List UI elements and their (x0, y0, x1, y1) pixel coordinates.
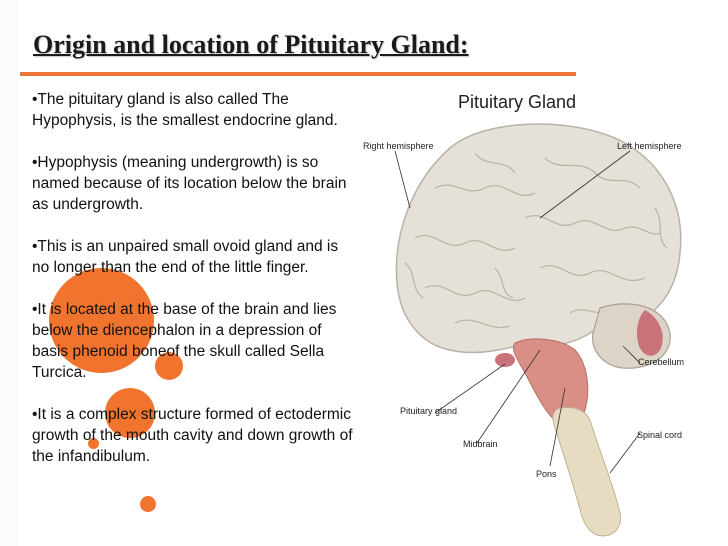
cerebellum-red-shape (637, 310, 663, 356)
label-left-hemisphere: Left hemisphere (617, 141, 682, 151)
decor-circle-medium (105, 388, 155, 438)
label-cerebellum: Cerebellum (638, 357, 685, 367)
bullet-item: •This is an unpaired small ovoid gland a… (32, 238, 339, 276)
decor-circle-large (49, 268, 154, 373)
brain-drawing (394, 123, 682, 537)
pointer-lines (394, 150, 641, 474)
label-pituitary-gland: Pituitary gland (400, 406, 458, 416)
spinal-cord-shape (552, 407, 622, 537)
bullet-list: •The pituitary gland is also called The … (32, 89, 358, 488)
label-spinal-cord: Spinal cord (637, 430, 683, 440)
title-underline-rule (20, 72, 576, 76)
label-pons: Pons (536, 469, 557, 479)
label-right-hemisphere: Right hemisphere (363, 141, 434, 151)
pituitary-shape (495, 353, 515, 367)
decor-dot-bottom (140, 496, 156, 512)
bullet-item: •It is located at the base of the brain … (32, 301, 337, 381)
figure-title: Pituitary Gland (458, 92, 577, 112)
decor-dot (88, 438, 99, 449)
top-border (0, 0, 728, 6)
slide-title: Origin and location of Pituitary Gland: (33, 30, 469, 59)
brain-folds (404, 152, 668, 329)
bullet-item: •The pituitary gland is also called The … (32, 91, 338, 129)
label-midbrain: Midbrain (463, 439, 498, 449)
left-border (0, 0, 18, 546)
brain-illustration: Pituitary Gland Right hemisphere Left he… (355, 88, 728, 546)
bullet-item: •It is a complex structure formed of ect… (32, 406, 353, 465)
bullet-item: •Hypophysis (meaning undergrowth) is so … (32, 154, 347, 213)
decor-circle-small (155, 352, 183, 380)
